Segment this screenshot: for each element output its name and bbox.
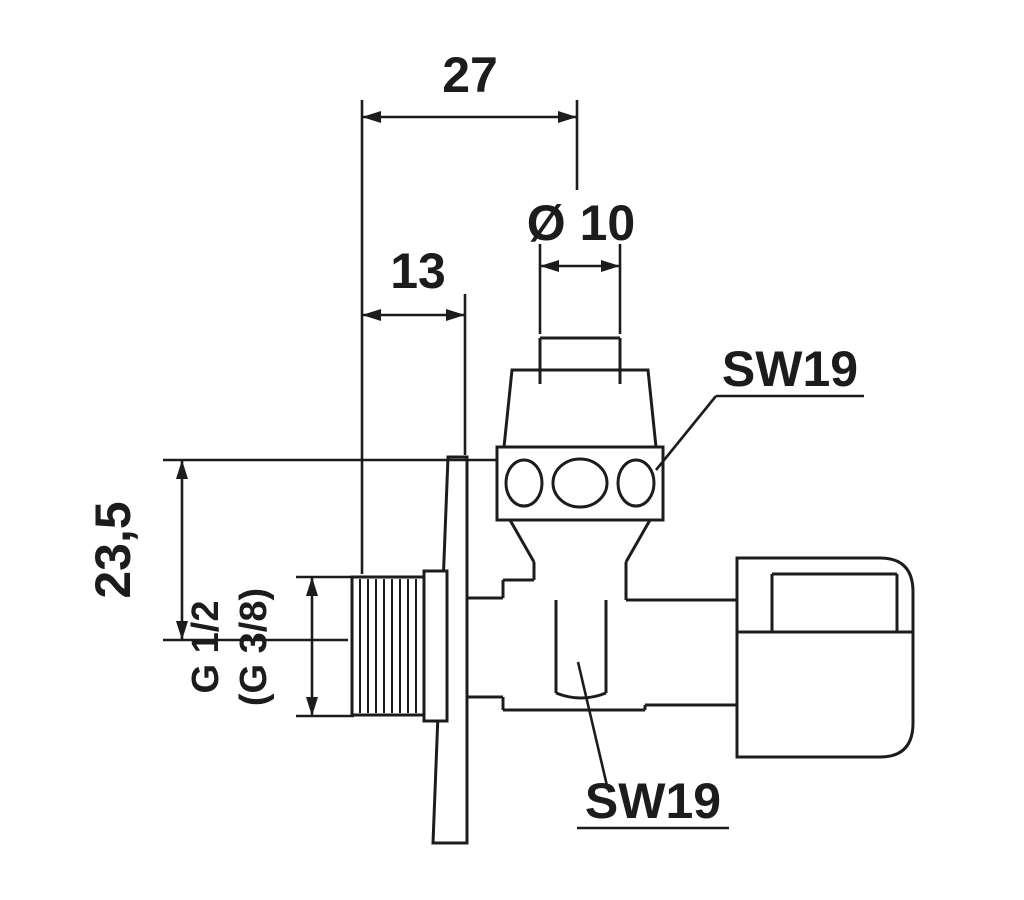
thread-size-alt-label: (G 3/8) — [233, 588, 275, 706]
arrowhead — [446, 309, 465, 321]
arrowhead — [540, 260, 559, 272]
dimension-27: 27 — [360, 47, 579, 574]
dim-diameter-10-label: Ø 10 — [527, 195, 635, 251]
valve-bore — [554, 600, 608, 700]
dim-13-label: 13 — [390, 243, 446, 299]
leader-line — [654, 395, 718, 471]
arrowhead — [306, 697, 318, 716]
thread-collar — [422, 569, 449, 723]
dim-27-label: 27 — [442, 47, 498, 103]
arrowhead — [362, 309, 381, 321]
arrowhead — [362, 111, 381, 123]
thread-size-label: G 1/2 — [185, 601, 227, 694]
wrench-size-top-label: SW19 — [722, 341, 858, 397]
leader-line — [576, 661, 610, 791]
dim-23-5-label: 23,5 — [85, 501, 141, 598]
arrowhead — [176, 460, 188, 479]
inlet-thread — [350, 569, 449, 723]
dimension-13: 13 — [362, 243, 467, 455]
hex-facet-left — [504, 458, 544, 508]
hex-facet-center — [551, 457, 609, 509]
outlet-pipe — [538, 336, 622, 370]
valve-body — [467, 519, 737, 712]
hex-nut — [495, 445, 665, 522]
callout-sw19-top: SW19 — [654, 341, 864, 471]
dimension-thread-size: G 1/2 (G 3/8) — [185, 575, 354, 718]
arrowhead — [558, 111, 577, 123]
dimension-diameter-10: Ø 10 — [527, 195, 635, 334]
arrowhead — [601, 260, 620, 272]
hex-facet-right — [616, 458, 656, 508]
compression-nut — [502, 368, 658, 449]
callout-sw19-bottom: SW19 — [576, 661, 729, 830]
arrowhead — [306, 577, 318, 596]
arrowhead — [176, 621, 188, 640]
handle — [735, 556, 915, 759]
dimension-23-5: 23,5 — [85, 458, 497, 642]
wrench-size-bottom-label: SW19 — [585, 773, 721, 829]
